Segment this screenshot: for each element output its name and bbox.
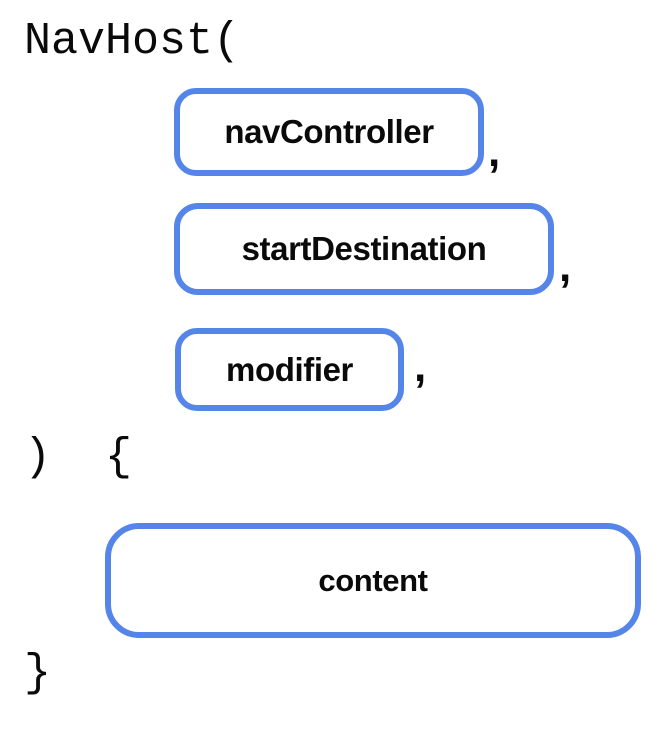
param-box-start-destination[interactable]: startDestination [174,203,554,295]
param-label-start-destination: startDestination [241,230,487,267]
close-brace-text: } [24,648,52,699]
param-box-nav-controller[interactable]: navController [174,88,484,176]
param-label-content: content [318,562,428,598]
comma-after-start-destination: , [559,242,572,291]
param-label-nav-controller: navController [224,113,434,150]
navhost-signature-text: NavHost( [24,16,241,67]
comma-after-nav-controller: , [488,127,501,176]
close-paren-open-brace-text: ) { [24,432,133,483]
param-box-content[interactable]: content [105,523,641,638]
param-label-modifier: modifier [226,350,353,388]
comma-after-modifier: , [414,342,427,391]
param-box-modifier[interactable]: modifier [175,328,404,411]
